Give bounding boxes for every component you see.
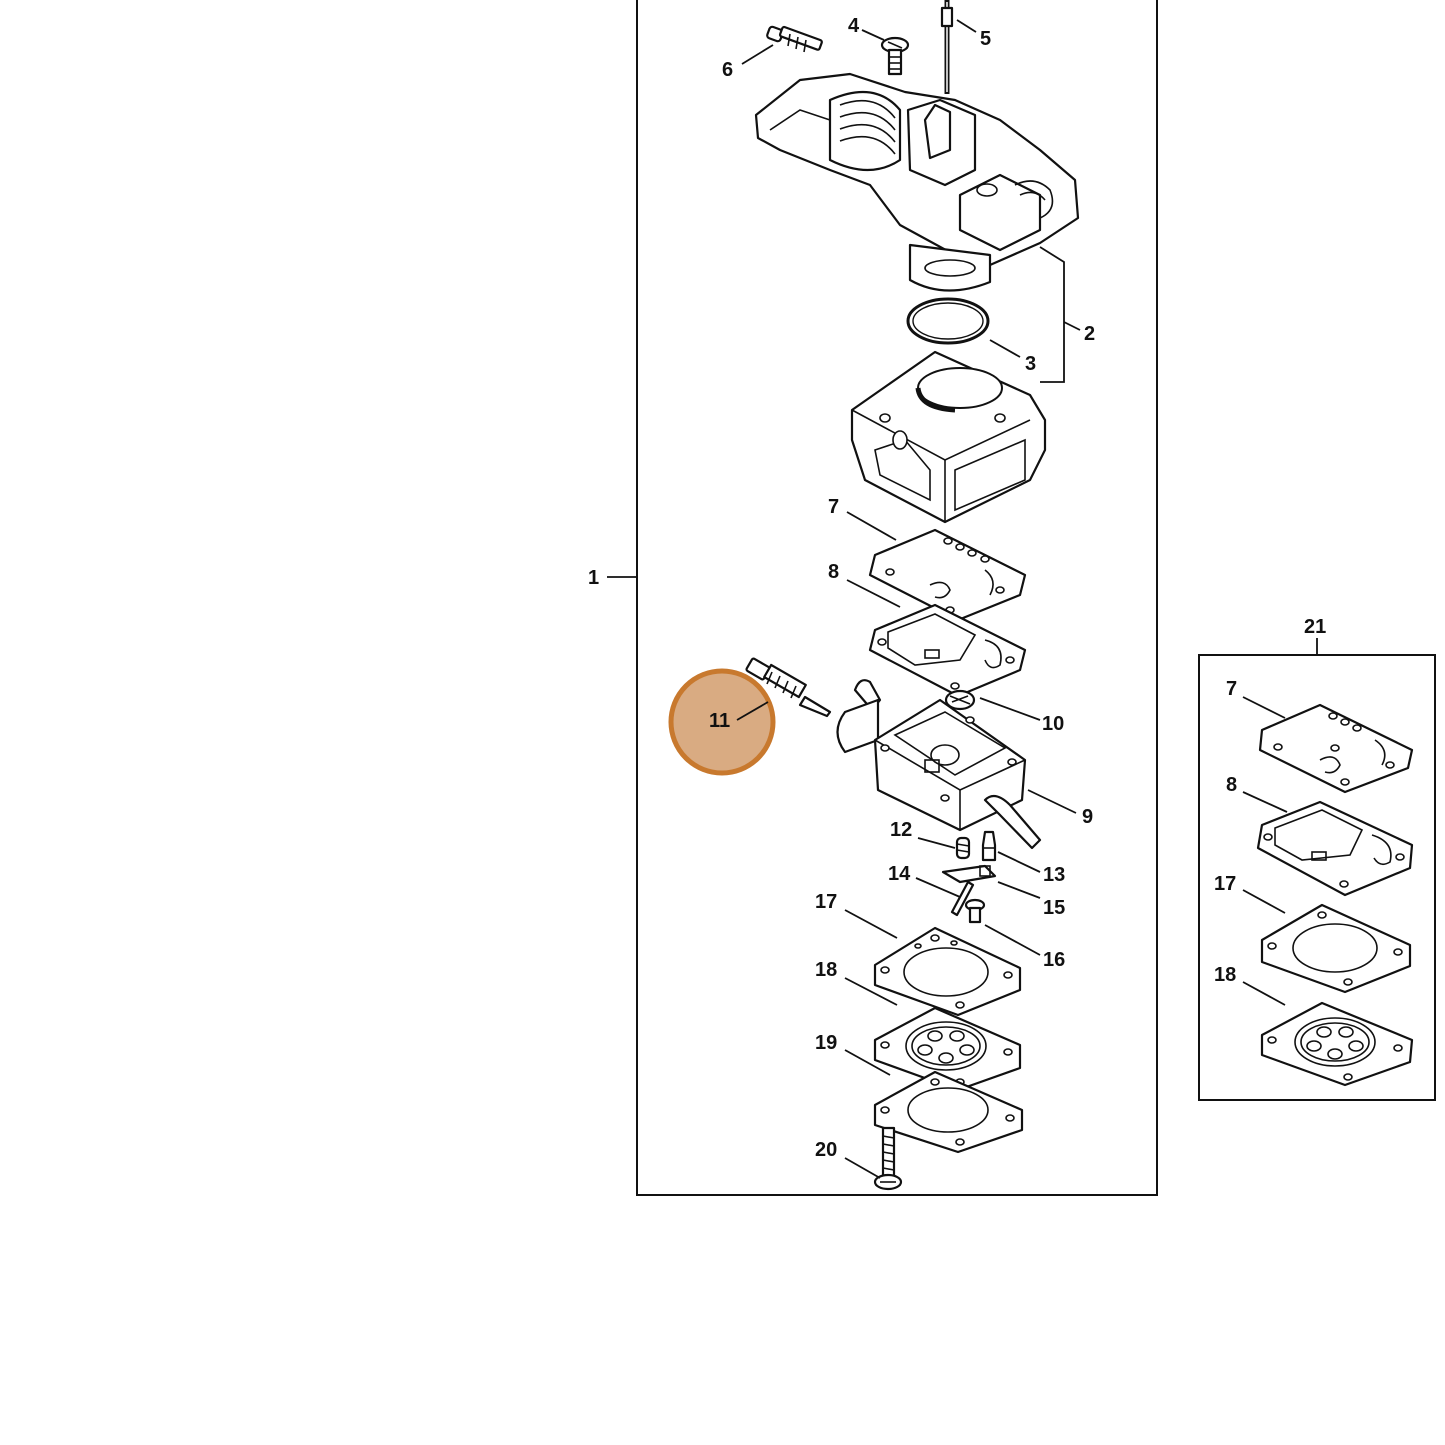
callout-9: 9 <box>1082 806 1093 828</box>
part-9-fuel-pump-block <box>836 679 1042 850</box>
callout-8: 8 <box>828 561 839 583</box>
part-12-spring <box>955 836 971 860</box>
part-16-screw <box>964 898 986 924</box>
part-10-filter <box>944 689 976 711</box>
callout-15: 15 <box>1043 897 1065 919</box>
kit-21-diaphragm-18 <box>1260 1001 1414 1087</box>
callout-16: 16 <box>1043 949 1065 971</box>
callout-15-leader <box>997 881 1041 899</box>
callout-4: 4 <box>848 15 860 37</box>
kit-21-gasket-17 <box>1260 903 1412 994</box>
callout-20: 20 <box>815 1139 837 1161</box>
callout-14: 14 <box>888 863 911 885</box>
callout-13-leader <box>997 851 1041 873</box>
part-3-o-ring <box>906 297 990 345</box>
part-6-screw <box>766 25 823 53</box>
highlight-circle[interactable] <box>668 668 776 776</box>
callout-21: 21 <box>1304 616 1326 638</box>
part-20-screw <box>873 1126 903 1191</box>
kit-callout-7: 7 <box>1226 678 1237 700</box>
callout-2: 2 <box>1084 323 1095 345</box>
callout-19: 19 <box>815 1032 837 1054</box>
callout-10-leader <box>979 697 1041 721</box>
kit-callout-8-leader <box>1242 791 1288 813</box>
kit-callout-18: 18 <box>1214 964 1236 986</box>
highlight-marker[interactable]: 11 <box>668 668 776 776</box>
assembly-1-frame <box>636 0 1158 1196</box>
callout-17: 17 <box>815 891 837 913</box>
callout-16-leader <box>984 924 1041 956</box>
kit-21-gasket-8 <box>1256 800 1414 897</box>
callout-3-leader <box>989 339 1021 358</box>
callout-5-leader <box>956 19 977 33</box>
callout-4-leader <box>861 29 885 41</box>
callout-10: 10 <box>1042 713 1064 735</box>
callout-8-leader <box>846 579 901 608</box>
callout-5: 5 <box>980 28 991 50</box>
callout-19-leader <box>844 1049 891 1076</box>
part-2-throttle-housing <box>754 72 1080 292</box>
part-18-diaphragm <box>873 1006 1022 1092</box>
callout-11-leader <box>736 701 769 721</box>
part-7-gasket <box>868 528 1027 622</box>
kit-callout-17: 17 <box>1214 873 1236 895</box>
part-14-pin <box>950 880 975 917</box>
highlight-label[interactable]: 11 <box>709 710 730 732</box>
bracket-2 <box>1039 246 1065 383</box>
callout-7: 7 <box>828 496 839 518</box>
kit-callout-8: 8 <box>1226 774 1237 796</box>
callout-17-leader <box>844 909 898 939</box>
part-17-gasket <box>873 926 1022 1017</box>
callout-6-leader <box>741 44 774 65</box>
callout-1: 1 <box>588 567 599 589</box>
callout-20-leader <box>844 1157 881 1179</box>
callout-9-leader <box>1027 789 1077 814</box>
part-8-gasket <box>868 603 1027 698</box>
callout-7-leader <box>846 511 897 541</box>
kit-callout-17-leader <box>1242 889 1286 914</box>
callout-2-leader <box>1063 321 1081 331</box>
part-5-needle <box>940 0 954 94</box>
part-4-screw <box>880 36 910 76</box>
part-11-adjusting-screw <box>745 657 832 718</box>
callout-13: 13 <box>1043 864 1065 886</box>
part-19-cover-gasket <box>873 1070 1024 1154</box>
callout-18: 18 <box>815 959 837 981</box>
carburetor-body <box>850 350 1047 524</box>
callout-18-leader <box>844 977 898 1006</box>
callout-3: 3 <box>1025 353 1036 375</box>
part-13-valve <box>981 830 997 862</box>
callout-12: 12 <box>890 819 912 841</box>
callout-14-leader <box>915 877 961 898</box>
callout-12-leader <box>917 837 956 849</box>
kit-21-gasket-7 <box>1258 703 1414 794</box>
kit-callout-7-leader <box>1242 696 1286 719</box>
kit-callout-18-leader <box>1242 981 1286 1006</box>
callout-6: 6 <box>722 59 733 81</box>
part-15-lever <box>941 864 997 884</box>
